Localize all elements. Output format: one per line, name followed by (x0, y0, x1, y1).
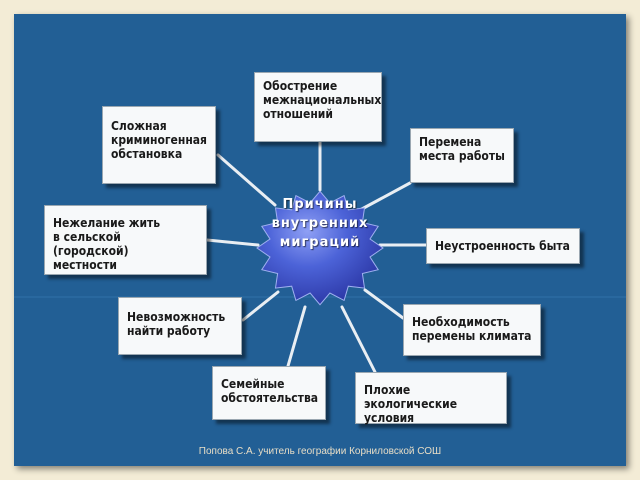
center-label: Причины внутренних миграций (271, 197, 369, 250)
connector-reluctance (205, 238, 260, 247)
author-credit: Попова С.А. учитель географии Корниловск… (198, 446, 442, 457)
node-interethnic: Обострение межнациональных отношений (254, 72, 382, 142)
node-job-change: Перемена места работы (410, 128, 514, 183)
connector-ecology (340, 305, 377, 374)
node-ecology: Плохие экологические условия (355, 372, 507, 425)
connector-crime (216, 153, 277, 207)
node-reluctance: Нежелание жить в сельской (городской) ме… (44, 205, 207, 275)
connector-no-work (241, 290, 280, 322)
node-climate: Необходимость перемены климата (403, 304, 541, 356)
node-household: Неустроенность быта (426, 228, 580, 264)
node-crime: Сложная криминогенная обстановка (102, 106, 216, 184)
node-family: Семейные обстоятельства (212, 366, 326, 420)
center-burst (256, 190, 384, 306)
connector-climate (363, 288, 405, 320)
node-no-work: Невозможность найти работу (118, 297, 242, 355)
connector-job-change (358, 181, 412, 212)
connector-family (286, 305, 307, 368)
